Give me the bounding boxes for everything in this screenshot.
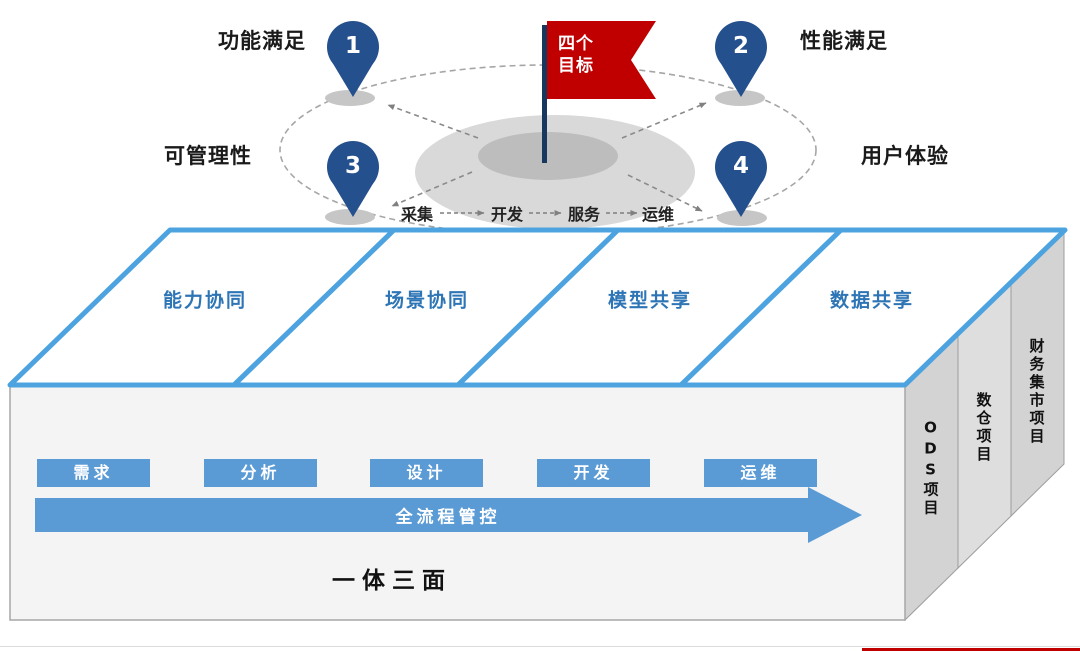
side-strips xyxy=(904,227,1065,622)
center-ellipse-inner xyxy=(478,132,618,180)
stage-box-analysis: 分析 xyxy=(204,459,317,487)
top-cell-label-2: 场景协同 xyxy=(384,289,470,312)
top-cell-label-1: 能力协同 xyxy=(162,289,248,312)
orbit-ellipse xyxy=(279,64,817,236)
process-step-2: 开发 xyxy=(490,205,524,224)
goal-label-2: 性能满足 xyxy=(800,29,888,53)
goal-label-1: 功能满足 xyxy=(218,29,306,53)
pin-number-4: 4 xyxy=(732,153,750,179)
radiating-dashed-arrows xyxy=(387,102,707,212)
goal-label-3: 可管理性 xyxy=(164,144,252,168)
flag-label: 四个 目标 xyxy=(558,34,594,77)
pin-number-3: 3 xyxy=(344,153,362,179)
side-project-label-3: 财务集市项目 xyxy=(1027,338,1046,446)
caption-one-body-three-faces: 一体三面 xyxy=(332,568,452,594)
process-step-3: 服务 xyxy=(567,205,601,224)
stage-box-operations: 运维 xyxy=(704,459,817,487)
process-step-1: 采集 xyxy=(400,205,434,224)
pin-number-1: 1 xyxy=(344,33,362,59)
bottom-divider-line xyxy=(0,646,1080,647)
process-control-arrow xyxy=(35,487,862,543)
goal-flag xyxy=(547,21,656,99)
stage-box-requirements: 需求 xyxy=(37,459,150,487)
top-cell-4 xyxy=(678,227,1068,388)
pin-number-2: 2 xyxy=(732,33,750,59)
bottom-red-accent xyxy=(862,648,1080,651)
side-project-label-2: 数仓项目 xyxy=(974,392,993,464)
process-step-4: 运维 xyxy=(641,205,675,224)
top-cell-label-4: 数据共享 xyxy=(829,289,915,312)
flag-pole xyxy=(542,25,547,163)
top-face xyxy=(7,227,1068,388)
side-project-label-1: ODS项目 xyxy=(921,418,940,518)
stage-box-design: 设计 xyxy=(370,459,483,487)
pin-shadows xyxy=(325,90,767,226)
process-arrow-label: 全流程管控 xyxy=(395,507,501,528)
stage-box-development: 开发 xyxy=(537,459,650,487)
goal-label-4: 用户体验 xyxy=(861,144,949,168)
top-cell-label-3: 模型共享 xyxy=(607,289,693,312)
